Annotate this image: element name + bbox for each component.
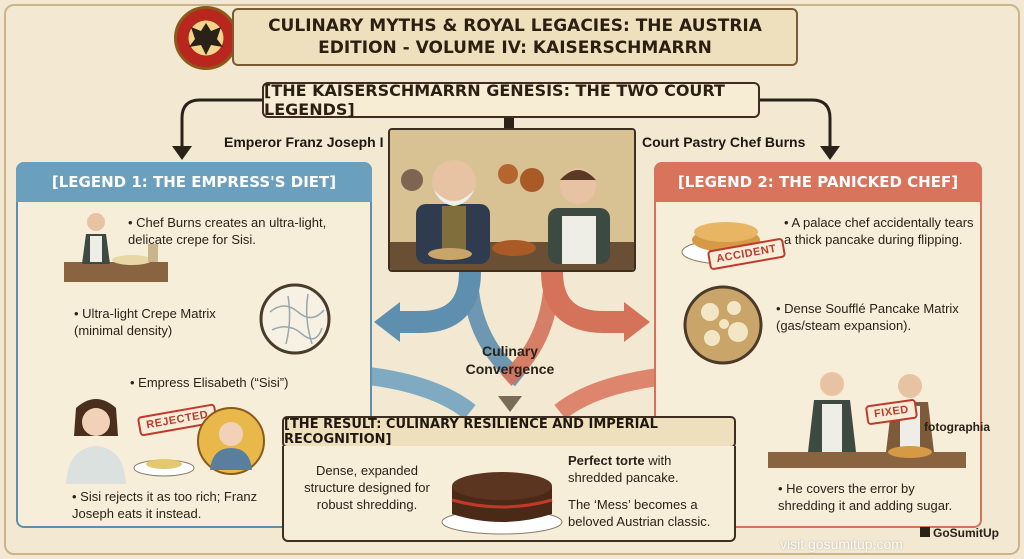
legend2-bullet-tears: • A palace chef accidentally tears a thi… [784,215,974,247]
convergence-label: Culinary Convergence [465,343,555,377]
page-frame [4,4,1020,555]
franz-joseph-medallion [197,407,265,475]
url-watermark: visit gosumitup.com [780,536,903,552]
blue-stream-left [392,271,481,333]
legend1-header: [LEGEND 1: THE EMPRESS'S DIET] [16,162,372,202]
legend1-bullet-rejects: • Sisi rejects it as too rich; Franz Jos… [72,489,258,521]
result-header: [THE RESULT: CULINARY RESILIENCE AND IMP… [282,416,736,448]
legend1-bullet-crepe: • Chef Burns creates an ultra-light, del… [128,215,327,247]
chocolate-torte-illustration [441,472,563,535]
result-torte-text: Perfect torte with shredded pancake. [568,452,728,486]
gosumitup-logo: GoSumitUp [920,526,999,540]
result-torte-rest: with shredded pancake. [568,453,679,485]
arrow-left-connector [180,98,262,150]
title-banner: CULINARY MYTHS & ROYAL LEGACIES: THE AUS… [232,8,798,66]
blue-arrow-head [374,302,400,342]
chef-crepe-illustration [64,213,168,282]
arrow-left-head [172,146,192,160]
fotographia-watermark: fotographia [924,420,990,434]
emperor-label: Emperor Franz Joseph I [224,134,384,150]
crepe-plate-icon [133,459,195,477]
crepe-matrix-icon [259,283,331,355]
result-torte-bold: Perfect torte [568,453,645,468]
brand-name: GoSumitUp [933,526,999,540]
coral-stream-center [500,271,560,387]
arrow-down-stem [504,118,514,132]
empress-sisi-portrait [66,399,126,484]
arrow-right-head [820,146,840,160]
result-left-text: Dense, expanded structure designed for r… [304,463,430,512]
kitchen-scene-illustration [388,128,636,272]
chef-label: Court Pastry Chef Burns [642,134,806,150]
coral-arrow-head [624,302,650,342]
legend1-bullet-matrix: • Ultra-light Crepe Matrix (minimal dens… [74,306,216,338]
legend2-bullet-covers: • He covers the error by shredding it an… [778,481,953,513]
chef-figure [548,168,610,264]
emperor-figure [416,160,490,264]
austrian-seal-icon [174,6,238,70]
brand-icon [920,527,930,537]
genesis-banner: [THE KAISERSCHMARRN GENESIS: THE TWO COU… [262,81,760,119]
souffle-matrix-icon [683,285,763,365]
legend2-header: [LEGEND 2: THE PANICKED CHEF] [654,162,982,202]
arrow-right-connector [760,98,832,150]
legend1-bullet-empress: • Empress Elisabeth (“Sisi”) [130,375,289,390]
coral-stream-right [541,271,630,333]
legend2-bullet-matrix: • Dense Soufflé Pancake Matrix (gas/stea… [776,301,959,333]
result-note: The ‘Mess’ becomes a beloved Austrian cl… [568,497,711,529]
pans-icon [401,164,544,192]
page-title: CULINARY MYTHS & ROYAL LEGACIES: THE AUS… [268,16,762,58]
convergence-arrow [498,396,522,412]
